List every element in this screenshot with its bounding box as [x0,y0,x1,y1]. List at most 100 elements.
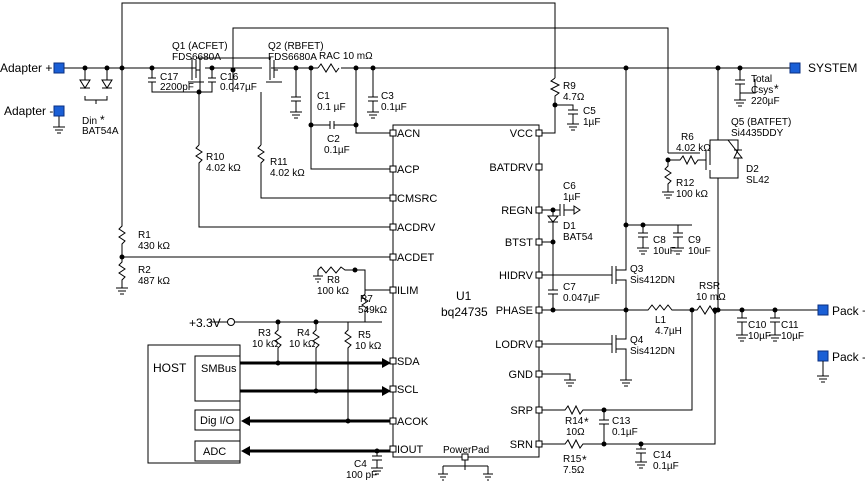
r8-ref: R8 [327,275,340,286]
din-part: BAT54A [82,126,119,137]
q2-part: FDS6680A [268,52,317,63]
host-title: HOST [153,361,187,375]
c17-val: 2200pF [160,82,194,93]
pin-batdrv: BATDRV [489,162,533,174]
d2-ref: D2 [746,164,759,175]
pin-scl: SCL [397,384,418,396]
c6-ref: C6 [563,181,576,192]
pin-acp: ACP [397,164,420,176]
r10-val: 4.02 kΩ [206,163,241,174]
c13-ref: C13 [612,416,631,427]
host-digio: Dig I/O [200,415,235,427]
c10-val: 10µF [748,331,771,342]
r6-ref: R6 [681,132,694,143]
c9-ref: C9 [688,235,701,246]
system-port [789,62,801,74]
ic-left-pins: ACN ACP CMSRC ACDRV ACDET ILIM SDA SCL A… [389,128,437,456]
r5-ref: R5 [358,330,371,341]
r14-mark: * [584,415,589,429]
r11-val: 4.02 kΩ [270,168,305,179]
c3-ref: C3 [381,91,394,102]
r14-ref: R14 [565,416,584,427]
host-smbus: SMBus [201,363,237,375]
pin-btst: BTST [505,237,533,249]
top-wiring [53,2,790,228]
r6-val: 4.02 kΩ [676,143,711,154]
r7-val: 549kΩ [358,305,388,316]
pack-plus-label: Pack + [832,304,865,318]
q3-ref: Q3 [630,264,644,275]
c5-val: 1µF [583,117,600,128]
pin-srp: SRP [510,405,533,417]
rsr-ref: RSR [699,281,720,292]
r9-val: 4.7Ω [563,92,585,103]
rsr-val: 10 mΩ [696,292,726,303]
r15-mark: * [582,453,587,467]
c17-ref: C17 [160,72,179,83]
powerpad: PowerPad [438,445,493,481]
c11-ref: C11 [781,320,799,331]
c2-ref: C2 [327,134,340,145]
din-mark: * [100,113,105,127]
c8-ref: C8 [653,235,666,246]
r8-val: 100 kΩ [317,286,349,297]
ic-right-pins: VCC BATDRV REGN BTST HIDRV PHASE LODRV G… [489,128,543,451]
ic-ref: U1 [456,289,472,303]
c10-ref: C10 [748,320,767,331]
q4-part: Sis412DN [630,346,675,357]
r14-val: 10Ω [566,427,585,438]
c3-val: 0.1µF [381,102,407,113]
c14-ref: C14 [653,450,672,461]
host-block: HOST SMBus Dig I/O ADC [147,344,241,464]
adapter-minus-port [53,105,65,117]
c11-val: 10µF [781,331,804,342]
component-labels: Q1 (ACFET) FDS6680A Q2 (RBFET) FDS6680A … [82,41,804,481]
l1-ref: L1 [655,315,667,326]
d1-ref: D1 [563,221,576,232]
bus-lines [240,358,391,475]
q5-part: Si4435DDY [731,128,784,139]
pin-gnd: GND [509,369,534,381]
pin-iout: IOUT [397,444,424,456]
pin-cmsrc: CMSRC [397,193,437,205]
q2-ref: Q2 (RBFET) [268,41,324,52]
c2-val: 0.1µF [324,145,350,156]
r3-ref: R3 [258,328,271,339]
r11-ref: R11 [270,157,288,168]
pin-acn: ACN [397,128,420,140]
powerpad-label: PowerPad [443,445,489,456]
pack-minus-port [817,350,829,362]
pin-sda: SDA [397,356,420,368]
r1-val: 430 kΩ [138,241,170,252]
r4-ref: R4 [297,328,310,339]
csys-val: 220µF [751,96,780,107]
system-label: SYSTEM [808,61,857,75]
pin-lodrv: LODRV [495,339,533,351]
pin-acok: ACOK [397,416,429,428]
r15-ref: R15 [563,454,582,465]
pin-acdrv: ACDRV [397,222,436,234]
rac-label: RAC 10 mΩ [319,51,373,62]
din-ref: Din [82,116,97,127]
supply-pullups [227,318,352,421]
csys-line1: Total [751,74,772,85]
ports: Adapter + Adapter - SYSTEM Pack + Pack -… [0,61,865,383]
pin-acdet: ACDET [397,252,435,264]
pin-ilim: ILIM [397,285,418,297]
c9-val: 10uF [688,246,711,257]
junctions [82,65,778,454]
d1-part: BAT54 [563,232,593,243]
adapter-minus-label: Adapter - [4,104,53,118]
csys-mark: * [774,82,779,96]
supply-label: +3.3V [189,316,221,330]
c4-val: 100 pF [346,470,377,481]
c7-val: 0.047µF [563,293,600,304]
r9-ref: R9 [563,81,576,92]
csys-line2: Csys [751,85,773,96]
c6-val: 1µF [563,192,580,203]
r3-val: 10 kΩ [252,339,279,350]
c16-ref: C16 [220,72,239,83]
l1-val: 4.7µH [655,326,682,337]
adapter-plus-label: Adapter + [0,61,52,75]
